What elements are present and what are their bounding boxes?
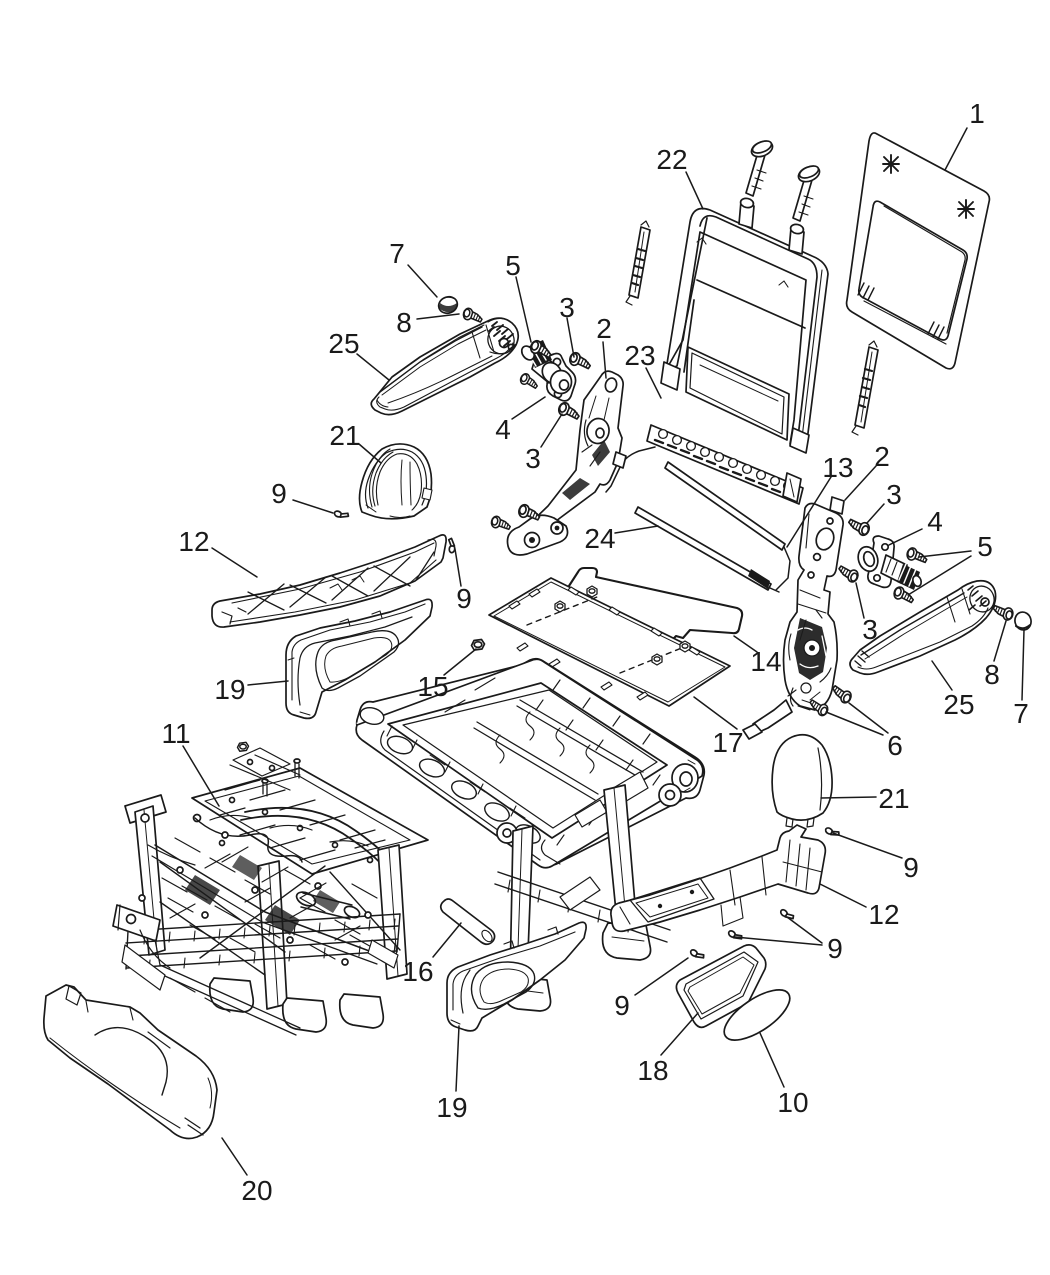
svg-text:16: 16 bbox=[402, 956, 433, 987]
svg-text:19: 19 bbox=[436, 1092, 467, 1123]
svg-text:5: 5 bbox=[977, 531, 993, 562]
svg-text:4: 4 bbox=[495, 414, 511, 445]
svg-text:19: 19 bbox=[214, 674, 245, 705]
svg-text:9: 9 bbox=[271, 478, 287, 509]
svg-text:9: 9 bbox=[903, 852, 919, 883]
svg-text:2: 2 bbox=[596, 313, 612, 344]
svg-text:7: 7 bbox=[389, 238, 405, 269]
svg-text:11: 11 bbox=[161, 718, 190, 749]
svg-text:7: 7 bbox=[1013, 698, 1029, 729]
svg-text:13: 13 bbox=[822, 452, 853, 483]
svg-text:21: 21 bbox=[878, 783, 909, 814]
svg-text:20: 20 bbox=[241, 1175, 272, 1206]
svg-text:25: 25 bbox=[328, 328, 359, 359]
svg-text:24: 24 bbox=[584, 523, 615, 554]
svg-text:10: 10 bbox=[777, 1087, 808, 1118]
svg-text:4: 4 bbox=[927, 506, 943, 537]
svg-text:8: 8 bbox=[396, 307, 412, 338]
svg-text:3: 3 bbox=[886, 479, 902, 510]
svg-text:14: 14 bbox=[750, 646, 781, 677]
svg-text:22: 22 bbox=[656, 144, 687, 175]
svg-text:1: 1 bbox=[969, 98, 985, 129]
svg-text:12: 12 bbox=[178, 526, 209, 557]
svg-text:23: 23 bbox=[624, 340, 655, 371]
svg-text:3: 3 bbox=[559, 292, 575, 323]
svg-text:17: 17 bbox=[712, 727, 743, 758]
svg-text:12: 12 bbox=[868, 899, 899, 930]
svg-text:3: 3 bbox=[525, 443, 541, 474]
svg-text:8: 8 bbox=[984, 659, 1000, 690]
svg-text:21: 21 bbox=[329, 420, 360, 451]
svg-text:3: 3 bbox=[862, 614, 878, 645]
svg-text:2: 2 bbox=[874, 441, 890, 472]
svg-text:9: 9 bbox=[827, 933, 843, 964]
svg-text:18: 18 bbox=[637, 1055, 668, 1086]
svg-text:5: 5 bbox=[505, 250, 521, 281]
svg-text:25: 25 bbox=[943, 689, 974, 720]
svg-text:9: 9 bbox=[456, 583, 472, 614]
svg-text:9: 9 bbox=[614, 990, 630, 1021]
svg-text:15: 15 bbox=[417, 671, 448, 702]
svg-text:6: 6 bbox=[887, 730, 903, 761]
